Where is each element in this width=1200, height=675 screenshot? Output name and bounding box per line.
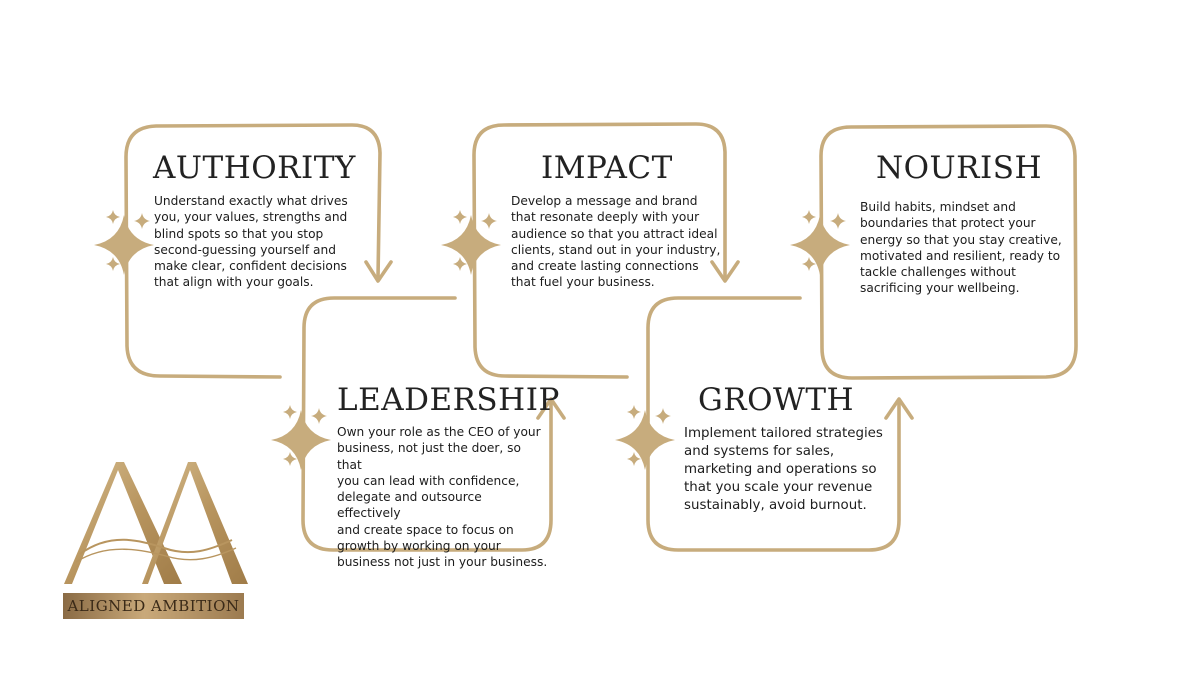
leadership-title: LEADERSHIP: [337, 382, 560, 418]
authority-line: make clear, confident decisions: [154, 259, 347, 274]
nourish-sparkle-icon: [790, 215, 850, 275]
nourish-sparkle-icon: [802, 210, 816, 224]
nourish-line: motivated and resilient, ready to: [860, 248, 1061, 263]
leadership-sparkle-icon: [311, 408, 327, 424]
impact-sparkle-icon: [481, 213, 497, 229]
authority-sparkle-icon: [106, 257, 120, 271]
authority-loop-outline: [124, 123, 382, 379]
nourish-line: energy so that you stay creative,: [860, 232, 1062, 247]
growth-up-arrow: [884, 397, 914, 420]
authority-line: blind spots so that you stop: [154, 226, 324, 241]
logo-text: ALIGNED AMBITION: [67, 597, 240, 615]
aa-monogram-icon: [64, 462, 248, 584]
nourish-title: NOURISH: [876, 150, 1043, 186]
nourish-box-outline: [819, 124, 1078, 380]
nourish-description: Build habits, mindset and boundaries tha…: [860, 199, 1070, 297]
nourish-sparkle-icon: [802, 257, 816, 271]
leadership-sparkle-icon: [271, 410, 331, 470]
nourish-line: boundaries that protect your: [860, 216, 1036, 231]
leadership-description: Own your role as the CEO of your busines…: [337, 424, 549, 571]
impact-description: Develop a message and brand that resonat…: [511, 193, 726, 291]
leadership-line: you can lead with confidence,: [337, 473, 520, 488]
growth-sparkle-icon: [615, 410, 675, 470]
authority-sparkle-icon: [94, 215, 154, 275]
authority-sparkle-icon: [106, 210, 120, 224]
authority-line: you, your values, strengths and: [154, 210, 348, 225]
leadership-line: Own your role as the CEO of your: [337, 425, 541, 439]
nourish-line: sacrificing your wellbeing.: [860, 281, 1020, 296]
impact-sparkle-icon: [441, 215, 501, 275]
impact-line: and create lasting connections: [511, 259, 699, 274]
authority-line: Understand exactly what drives: [154, 194, 348, 208]
leadership-line: business, not just the doer, so that: [337, 441, 521, 472]
authority-down-arrow: [364, 260, 393, 283]
growth-sparkle-icon: [627, 452, 641, 466]
leadership-line: and create space to focus on: [337, 522, 514, 537]
impact-line: Develop a message and brand: [511, 194, 698, 208]
impact-line: that resonate deeply with your: [511, 210, 700, 225]
growth-line: Implement tailored strategies: [684, 426, 883, 441]
impact-line: audience so that you attract ideal: [511, 226, 718, 241]
growth-line: sustainably, avoid burnout.: [684, 498, 867, 513]
logo-nameplate: ALIGNED AMBITION: [63, 593, 244, 619]
nourish-sparkle-icon: [830, 213, 846, 229]
authority-sparkle-icon: [134, 213, 150, 229]
growth-line: marketing and operations so: [684, 462, 877, 477]
growth-line: that you scale your revenue: [684, 480, 873, 495]
leadership-line: business not just in your business.: [337, 555, 548, 570]
growth-sparkle-icon: [627, 405, 641, 419]
leadership-sparkle-icon: [283, 405, 297, 419]
impact-title: IMPACT: [541, 150, 673, 186]
impact-down-arrow: [710, 260, 740, 283]
authority-title: AUTHORITY: [153, 150, 356, 186]
growth-title: GROWTH: [698, 382, 855, 418]
growth-description: Implement tailored strategies and system…: [684, 425, 894, 515]
aligned-ambition-logo: ALIGNED AMBITION: [60, 462, 250, 622]
nourish-line: tackle challenges without: [860, 265, 1016, 280]
leadership-loop-outline: [301, 296, 553, 552]
authority-description: Understand exactly what drives you, your…: [154, 193, 374, 291]
authority-line: second-guessing yourself and: [154, 242, 336, 257]
leadership-line: growth by working on your: [337, 539, 501, 554]
impact-line: clients, stand out in your industry,: [511, 242, 721, 257]
impact-loop-outline: [472, 122, 727, 379]
impact-line: that fuel your business.: [511, 275, 655, 290]
growth-line: and systems for sales,: [684, 444, 835, 459]
impact-sparkle-icon: [453, 257, 467, 271]
leadership-line: delegate and outsource effectively: [337, 490, 482, 521]
nourish-line: Build habits, mindset and: [860, 200, 1016, 214]
leadership-sparkle-icon: [283, 452, 297, 466]
growth-loop-outline: [646, 296, 901, 552]
authority-line: that align with your goals.: [154, 275, 314, 290]
growth-sparkle-icon: [655, 408, 671, 424]
impact-sparkle-icon: [453, 210, 467, 224]
leadership-up-arrow: [536, 397, 566, 420]
